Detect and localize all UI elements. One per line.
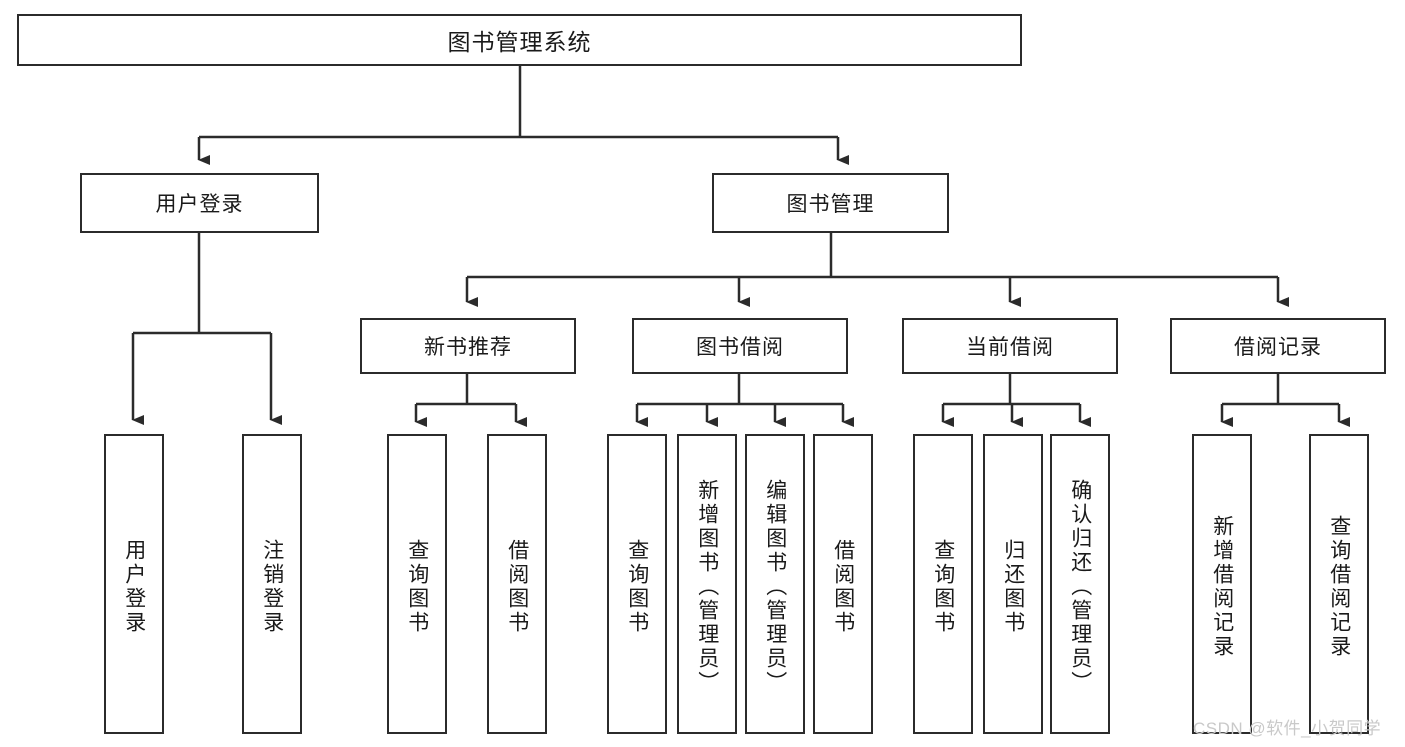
node-book-borrow-label: 图书借阅 — [696, 336, 784, 359]
leaf-confirm-return[interactable]: 确认归还（管理员） — [1050, 434, 1110, 734]
leaf-borrow-book-2[interactable]: 借阅图书 — [813, 434, 873, 734]
node-book-management-label: 图书管理 — [786, 193, 875, 216]
node-root-label: 图书管理系统 — [447, 29, 592, 55]
leaf-add-record[interactable]: 新增借阅记录 — [1192, 434, 1252, 734]
node-new-book-recommend-label: 新书推荐 — [424, 336, 512, 359]
leaf-query-book-1-label: 查询图书 — [405, 539, 429, 635]
leaf-add-record-label: 新增借阅记录 — [1210, 515, 1234, 659]
leaf-logout-login-label: 注销登录 — [260, 539, 284, 635]
node-current-borrow-label: 当前借阅 — [966, 336, 1054, 359]
leaf-query-book-2-label: 查询图书 — [625, 539, 649, 635]
leaf-query-book-2[interactable]: 查询图书 — [607, 434, 667, 734]
leaf-confirm-return-label: 确认归还（管理员） — [1068, 479, 1092, 695]
leaf-query-record-label: 查询借阅记录 — [1327, 515, 1351, 659]
node-user-login[interactable]: 用户登录 — [80, 173, 319, 233]
leaf-add-book[interactable]: 新增图书（管理员） — [677, 434, 737, 734]
leaf-borrow-book-1-label: 借阅图书 — [505, 539, 529, 635]
leaf-query-record[interactable]: 查询借阅记录 — [1309, 434, 1369, 734]
node-root[interactable]: 图书管理系统 — [17, 14, 1022, 66]
node-book-management[interactable]: 图书管理 — [712, 173, 949, 233]
leaf-user-login-label: 用户登录 — [122, 539, 146, 635]
leaf-borrow-book-1[interactable]: 借阅图书 — [487, 434, 547, 734]
node-borrow-record[interactable]: 借阅记录 — [1170, 318, 1386, 374]
leaf-query-book-1[interactable]: 查询图书 — [387, 434, 447, 734]
leaf-edit-book-label: 编辑图书（管理员） — [763, 479, 787, 695]
leaf-edit-book[interactable]: 编辑图书（管理员） — [745, 434, 805, 734]
leaf-query-book-3-label: 查询图书 — [931, 539, 955, 635]
leaf-logout-login[interactable]: 注销登录 — [242, 434, 302, 734]
leaf-add-book-label: 新增图书（管理员） — [695, 479, 719, 695]
node-current-borrow[interactable]: 当前借阅 — [902, 318, 1118, 374]
node-new-book-recommend[interactable]: 新书推荐 — [360, 318, 576, 374]
leaf-return-book-label: 归还图书 — [1001, 539, 1025, 635]
node-borrow-record-label: 借阅记录 — [1234, 336, 1322, 359]
leaf-user-login[interactable]: 用户登录 — [104, 434, 164, 734]
watermark: CSDN @软件_小贺同学 — [1193, 719, 1382, 738]
node-user-login-label: 用户登录 — [155, 193, 244, 216]
leaf-query-book-3[interactable]: 查询图书 — [913, 434, 973, 734]
node-book-borrow[interactable]: 图书借阅 — [632, 318, 848, 374]
leaf-return-book[interactable]: 归还图书 — [983, 434, 1043, 734]
leaf-borrow-book-2-label: 借阅图书 — [831, 539, 855, 635]
